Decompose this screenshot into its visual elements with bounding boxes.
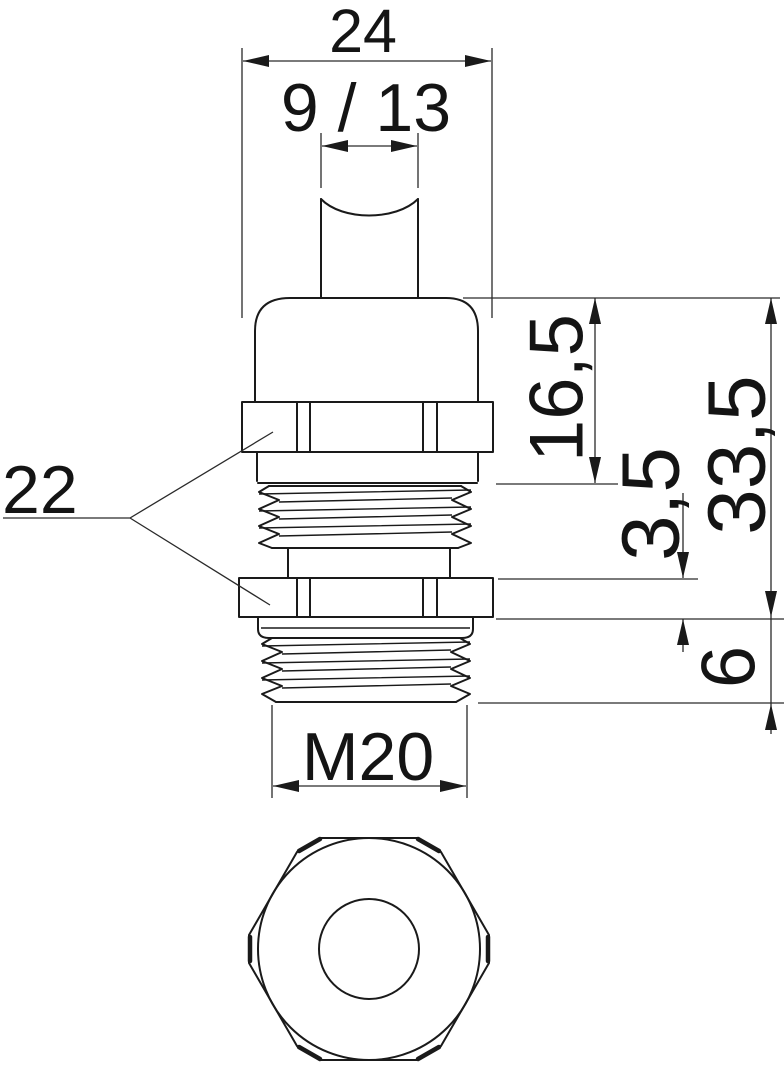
dim-locknut-height: 3,5 (606, 447, 697, 652)
neck (287, 547, 451, 579)
label-22: 22 (2, 452, 78, 528)
hexagon-outline (248, 837, 490, 1061)
label-wrench-22: 22 (2, 431, 274, 606)
dim-label-6: 6 (687, 646, 772, 688)
upper-thread (258, 485, 472, 549)
dim-label-9-13: 9 / 13 (281, 70, 451, 146)
body-circle (257, 837, 481, 1061)
dim-label-m20: M20 (302, 719, 434, 795)
cable-stub (320, 198, 419, 298)
dim-cap-height: 16,5 (515, 298, 601, 483)
dim-label-3-5: 3,5 (606, 447, 697, 561)
dim-label-33-5: 33,5 (692, 375, 783, 535)
dim-clamp-range: 9 / 13 (281, 70, 451, 188)
lower-thread (261, 637, 471, 703)
dim-overall-and-thread-length: 33,5 6 (687, 298, 783, 734)
lock-nut (238, 577, 494, 618)
dim-thread-size: M20 (271, 705, 468, 798)
dim-width-24: 24 (241, 0, 493, 318)
hexagon-chamfer-marks (247, 836, 491, 1062)
upper-hex-nut (241, 401, 494, 453)
dim-label-16-5: 16,5 (515, 314, 600, 462)
extension-lines-right (463, 297, 784, 704)
collar (257, 616, 474, 639)
bottom-view (247, 836, 491, 1062)
dim-label-24: 24 (329, 0, 397, 65)
bore-circle (318, 898, 420, 1000)
side-view (238, 198, 494, 703)
cap-dome (254, 297, 479, 484)
